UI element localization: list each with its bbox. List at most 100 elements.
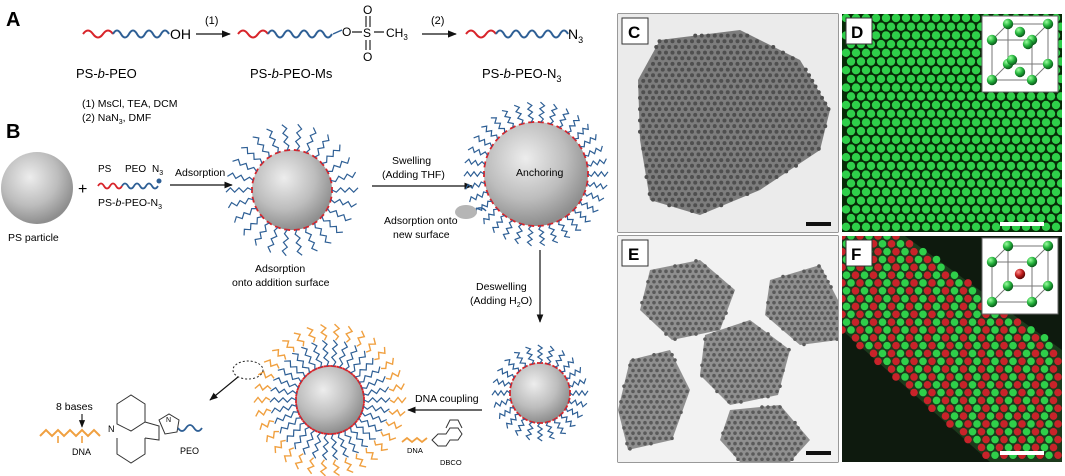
- lattice-particle: [661, 316, 665, 321]
- lattice-particle: [676, 394, 680, 399]
- lattice-particle: [881, 205, 891, 214]
- lattice-particle: [742, 353, 746, 357]
- lattice-particle: [811, 326, 815, 331]
- lattice-particle: [774, 61, 779, 66]
- lattice-particle: [670, 405, 674, 409]
- dna-strand: [306, 326, 316, 343]
- lattice-particle: [670, 363, 674, 368]
- lattice-particle: [919, 326, 927, 334]
- lattice-particle: [712, 158, 717, 163]
- lattice-particle: [686, 78, 691, 83]
- lattice-particle: [892, 263, 900, 272]
- lattice-particle: [748, 39, 753, 44]
- lattice-particle: [941, 31, 951, 40]
- lattice-particle: [712, 321, 716, 326]
- lattice-particle: [703, 152, 707, 157]
- lattice-particle: [995, 349, 1004, 358]
- lattice-particle: [661, 379, 665, 383]
- lattice-particle: [649, 316, 653, 321]
- lattice-particle: [1045, 341, 1053, 350]
- lattice-particle: [977, 396, 986, 405]
- lattice-particle: [995, 412, 1004, 420]
- lattice-particle: [755, 61, 759, 66]
- lattice-particle: [683, 197, 688, 202]
- lattice-particle: [901, 341, 909, 350]
- lattice-particle: [722, 107, 727, 112]
- lattice-particle: [735, 175, 740, 180]
- lattice-particle: [640, 384, 644, 388]
- lattice-particle: [911, 31, 921, 40]
- lattice-particle: [660, 78, 665, 83]
- lattice-particle: [751, 441, 755, 446]
- lattice-particle: [646, 405, 650, 409]
- lattice-particle: [936, 144, 946, 153]
- lattice-particle: [745, 191, 750, 196]
- lattice-particle: [797, 158, 802, 163]
- lattice-particle: [649, 274, 653, 279]
- lattice-particle: [643, 358, 647, 362]
- lattice-particle: [766, 353, 770, 357]
- lattice-particle: [881, 153, 891, 162]
- lattice-particle: [1031, 412, 1040, 420]
- lattice-particle: [727, 441, 731, 446]
- lattice-particle: [787, 152, 792, 157]
- lattice-particle: [810, 135, 815, 140]
- peo-brush-chain: [321, 433, 330, 461]
- lattice-particle: [790, 426, 794, 430]
- lattice-particle: [790, 300, 794, 305]
- lattice-particle: [771, 56, 776, 61]
- lattice-particle: [757, 326, 761, 331]
- lattice-particle: [748, 163, 753, 168]
- lattice-particle: [977, 333, 986, 342]
- lattice-particle: [781, 274, 785, 279]
- lattice-particle: [664, 436, 668, 441]
- lattice-particle: [813, 95, 818, 100]
- lattice-particle: [911, 187, 921, 197]
- lattice-particle: [796, 311, 800, 315]
- lattice-particle: [946, 161, 956, 171]
- lattice-particle: [946, 420, 954, 428]
- peo-brush-chain: [483, 208, 498, 225]
- lattice-particle: [700, 290, 704, 295]
- lattice-particle: [1046, 126, 1056, 136]
- lattice-particle: [910, 294, 918, 303]
- lattice-particle: [976, 144, 986, 153]
- lattice-particle: [805, 274, 809, 279]
- lattice-particle: [664, 163, 668, 168]
- lattice-particle: [748, 342, 752, 347]
- lattice-particle: [869, 349, 878, 358]
- lattice-particle: [892, 373, 900, 381]
- lattice-particle: [986, 380, 995, 389]
- lattice-particle: [774, 118, 779, 123]
- lattice-particle: [928, 279, 936, 287]
- zoom-ellipse: [232, 360, 264, 380]
- lattice-particle: [1016, 109, 1026, 118]
- lattice-particle: [941, 318, 950, 326]
- lattice-particle: [881, 66, 891, 75]
- lattice-particle: [706, 101, 711, 106]
- lattice-particle: [937, 373, 945, 381]
- lattice-particle: [706, 300, 710, 305]
- lattice-particle: [926, 22, 936, 31]
- lattice-particle: [758, 44, 763, 49]
- dna-strand: [272, 348, 287, 360]
- lattice-particle: [625, 431, 629, 435]
- lattice-particle: [778, 415, 782, 420]
- lattice-particle: [996, 126, 1006, 136]
- lattice-particle: [921, 205, 931, 214]
- lattice-particle: [1041, 170, 1051, 179]
- lattice-particle: [673, 158, 678, 163]
- lattice-particle: [775, 295, 779, 300]
- lattice-particle: [696, 50, 701, 55]
- lattice-particle: [706, 33, 711, 38]
- lattice-particle: [914, 365, 923, 373]
- lattice-particle: [781, 431, 785, 435]
- peo-brush-chain: [536, 344, 544, 364]
- lattice-particle: [1054, 435, 1062, 444]
- dna-strand: [253, 396, 271, 404]
- lattice-particle: [772, 436, 776, 441]
- unit-cell-atom: [1026, 256, 1038, 268]
- ps-anchor: [509, 382, 513, 389]
- lattice-particle: [732, 56, 737, 61]
- panel-b: B PS particle + PS PEO N3 PS-b-PEO-N3 Ad…: [1, 101, 609, 476]
